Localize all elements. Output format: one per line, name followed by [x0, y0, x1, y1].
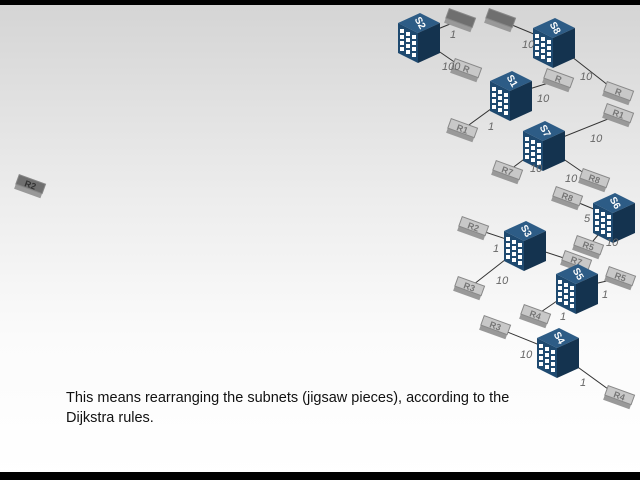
svg-text:R1: R1	[455, 122, 469, 135]
svg-text:R1: R1	[611, 107, 625, 120]
router-unlabeled	[444, 7, 477, 33]
link-weight: 10	[496, 275, 509, 287]
router-R7: R7	[491, 159, 524, 185]
router-R5: R5	[572, 234, 605, 260]
svg-text:S3: S3	[518, 223, 534, 239]
router-R5: R5	[604, 265, 637, 291]
bottom-letterbox	[0, 472, 640, 480]
svg-text:R2: R2	[23, 178, 37, 191]
link-weight: 10	[530, 163, 543, 175]
router-R1: R1	[446, 117, 479, 143]
svg-text:R2: R2	[466, 220, 480, 233]
router-unlabeled	[484, 7, 517, 33]
router-R8: R8	[578, 167, 611, 193]
switch-S7: S7	[523, 121, 565, 171]
link-weight: 1	[560, 311, 566, 323]
link-weight: 10	[565, 173, 578, 185]
switch-S5: S5	[556, 264, 598, 314]
router-R3: R3	[479, 314, 512, 340]
svg-text:R3: R3	[488, 319, 502, 332]
top-letterbox	[0, 0, 640, 5]
link-weight: 10	[580, 71, 593, 83]
router-R1: R1	[602, 102, 635, 128]
svg-text:R3: R3	[462, 280, 476, 293]
svg-text:R: R	[462, 63, 472, 75]
link-weight: 1	[602, 289, 608, 301]
link-weight: 5	[584, 213, 591, 225]
svg-text:S2: S2	[412, 15, 428, 31]
router-R4: R4	[603, 384, 636, 410]
svg-text:R: R	[614, 86, 624, 98]
switch-S8: S8	[533, 18, 575, 68]
link-weight: 1	[488, 121, 494, 133]
link-weight: 100	[442, 61, 461, 73]
router-R4: R4	[519, 303, 552, 329]
switch-S3: S3	[504, 221, 546, 271]
switch-S2: S2	[398, 13, 440, 63]
router-R2: R2	[457, 215, 490, 241]
switch-S6: S6	[593, 193, 635, 243]
caption-text: This means rearranging the subnets (jigs…	[66, 390, 510, 426]
svg-text:R5: R5	[581, 239, 595, 252]
svg-text:R7: R7	[569, 254, 583, 267]
svg-text:S8: S8	[547, 20, 563, 36]
link-weight: 1	[450, 29, 456, 41]
switch-S4: S4	[537, 328, 579, 378]
svg-text:R4: R4	[528, 308, 542, 321]
router-R: R	[602, 80, 635, 106]
svg-text:R5: R5	[613, 270, 627, 283]
link-weight: 10	[590, 133, 603, 145]
svg-text:R8: R8	[587, 172, 601, 185]
svg-text:S1: S1	[504, 73, 520, 89]
link-weight: 10	[606, 237, 619, 249]
svg-text:S4: S4	[551, 330, 567, 346]
link-weight: 10	[520, 349, 533, 361]
svg-text:S5: S5	[570, 266, 586, 282]
svg-text:R7: R7	[500, 164, 514, 177]
router-R2: R2	[14, 173, 47, 199]
svg-text:R4: R4	[612, 389, 626, 402]
svg-text:R: R	[554, 73, 564, 85]
switch-S1: S1	[490, 71, 532, 121]
link-weight: 10	[522, 39, 535, 51]
svg-text:S7: S7	[537, 123, 553, 139]
router-R: R	[450, 57, 483, 83]
svg-text:R8: R8	[560, 190, 574, 203]
link-weight: 1	[493, 243, 499, 255]
router-R3: R3	[453, 275, 486, 301]
link-weight: 1	[580, 377, 586, 389]
svg-text:S6: S6	[607, 195, 623, 211]
link-weight: 10	[537, 93, 550, 105]
router-R: R	[542, 67, 575, 93]
router-R8: R8	[551, 185, 584, 211]
